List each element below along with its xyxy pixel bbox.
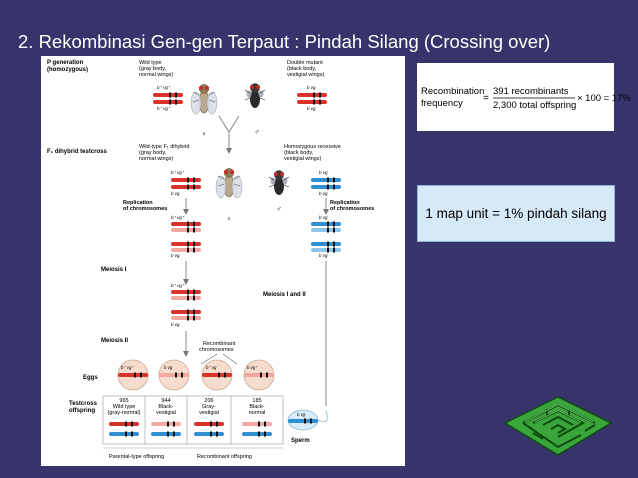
offspring-phenotype: Wild type: [113, 404, 136, 410]
female-symbol: ♀: [226, 216, 231, 223]
offspring-phenotype-detail: normal: [249, 410, 266, 416]
formula-equals: =: [483, 93, 489, 104]
meiosis-1-label: Meiosis I: [101, 267, 127, 273]
wild-type-label-2: (gray body,: [139, 66, 167, 72]
recombinant-offspring-label: Recombinant offspring: [197, 454, 252, 460]
allele-label: b⁺ vg⁺: [171, 170, 185, 175]
recombinant-label-1: Recombinant: [203, 341, 236, 347]
offspring-count: 185: [252, 398, 261, 404]
f1-hybrid-label-3: normal wings): [139, 156, 173, 162]
meiosis-1-chromosomes: b⁺ vg⁺ b vg: [171, 283, 201, 327]
wild-type-label-1: Wild type: [139, 60, 162, 66]
replicated-recessive-chromosomes: b vg b vg: [311, 215, 341, 258]
allele-label: b⁺ vg⁺: [171, 215, 185, 220]
double-mutant-label-3: vestigial wings): [287, 72, 324, 78]
allele-label: b⁺ vg⁺: [121, 365, 134, 370]
replication-label-right-1: Replication: [330, 200, 360, 206]
double-mutant-label-1: Double mutant: [287, 60, 323, 66]
offspring-count: 965: [119, 398, 128, 404]
p-mutant-chromosomes: b vg b vg: [297, 85, 327, 111]
offspring-count: 944: [161, 398, 170, 404]
offspring-column-4: 185 Black- normal: [242, 398, 272, 437]
allele-label: b vg: [319, 215, 328, 220]
offspring-phenotype: Black-: [158, 404, 173, 410]
testcross-label-2: offspring: [69, 408, 95, 414]
f1-testcross-label: F₁ dihybrid testcross: [47, 149, 107, 155]
f1-hybrid-label-2: (gray body,: [139, 150, 167, 156]
allele-label: b vg: [171, 253, 180, 258]
p-generation-label: P generation: [47, 60, 84, 66]
p-wild-chromosomes: b⁺ vg⁺ b⁺ vg⁺: [153, 85, 183, 111]
offspring-phenotype: Black-: [249, 404, 264, 410]
formula-denominator: 2,300 total offspring: [493, 100, 576, 111]
map-unit-note: 1 map unit = 1% pindah silang: [417, 185, 615, 242]
allele-label: b vg: [171, 322, 180, 327]
formula-lhs-line2: frequency: [421, 98, 463, 109]
fly-icon: [190, 83, 218, 115]
allele-label: b vg: [171, 191, 180, 196]
homozygous-recessive-label-2: (black body,: [284, 150, 314, 156]
sperm-label: Sperm: [291, 438, 310, 444]
homozygous-recessive-label-1: Homozygous recessive: [284, 144, 341, 150]
female-symbol: ♀: [201, 131, 206, 138]
recombination-formula-box: Recombination frequency = 391 recombinan…: [417, 63, 631, 131]
allele-label: b⁺ vg⁺: [157, 106, 171, 111]
parental-offspring-label: Parental-type offspring: [109, 454, 164, 460]
egg-cells: b⁺ vg⁺ b vg b⁺ vg b vg⁺: [117, 359, 275, 391]
formula-lhs-line1: Recombination: [421, 86, 484, 97]
offspring-phenotype-detail: (gray-normal): [107, 410, 140, 416]
crossing-over-figure: P generation (homozygous) Wild type (gra…: [41, 56, 405, 466]
allele-label: b vg⁺: [247, 365, 258, 370]
recombinant-label-2: chromosomes: [199, 347, 234, 353]
offspring-phenotype-detail: vestigial: [156, 410, 176, 416]
allele-label: b vg: [307, 106, 316, 111]
allele-label: b vg: [319, 253, 328, 258]
replicated-hybrid-chromosomes: b⁺ vg⁺ b vg: [171, 215, 201, 258]
fly-icon: [268, 169, 290, 196]
offspring-count: 206: [204, 398, 213, 404]
allele-label: b vg: [297, 412, 306, 417]
male-symbol: ♂: [254, 129, 259, 136]
wild-type-label-3: normal wings): [139, 72, 173, 78]
replication-label-left-1: Replication: [123, 200, 153, 206]
replication-label-left-2: of chromosomes: [123, 206, 167, 212]
f1-hybrid-label-1: Wild-type F₁ dihybrid: [139, 144, 189, 150]
meiosis-2-label: Meiosis II: [101, 338, 128, 344]
slide-title: 2. Rekombinasi Gen-gen Terpaut : Pindah …: [18, 31, 551, 52]
allele-label: b vg: [319, 170, 328, 175]
offspring-phenotype-detail: vestigial: [199, 410, 219, 416]
p-generation-sublabel: (homozygous): [47, 67, 88, 73]
formula-rhs: × 100 = 17%: [577, 93, 631, 104]
f1-hybrid-chromosomes: b⁺ vg⁺ b vg: [171, 170, 201, 196]
fly-icon: [215, 167, 243, 199]
allele-label: b vg: [319, 191, 328, 196]
allele-label: b⁺ vg: [206, 365, 217, 370]
offspring-phenotype: Gray-: [202, 404, 216, 410]
allele-label: b vg: [307, 85, 316, 90]
testcross-label-1: Testcross: [69, 401, 98, 407]
sperm-cell: b vg Sperm: [287, 409, 328, 444]
allele-label: b⁺ vg⁺: [157, 85, 171, 90]
replication-label-right-2: of chromosomes: [330, 206, 374, 212]
offspring-column-3: 206 Gray- vestigial: [194, 398, 224, 437]
meiosis-1-2-label: Meiosis I and II: [263, 292, 306, 298]
fly-icon: [244, 82, 266, 109]
formula-numerator: 391 recombinants: [493, 86, 569, 97]
allele-label: b⁺ vg⁺: [171, 283, 185, 288]
eggs-label: Eggs: [83, 375, 98, 381]
recessive-chromosomes: b vg b vg: [311, 170, 341, 196]
allele-label: b vg: [164, 365, 173, 370]
offspring-column-2: 944 Black- vestigial: [151, 398, 181, 437]
offspring-column-1: 965 Wild type (gray-normal): [107, 398, 141, 437]
homozygous-recessive-label-3: vestigial wings): [284, 156, 321, 162]
maze-logo-icon: [503, 396, 613, 456]
male-symbol: ♂: [276, 206, 281, 213]
double-mutant-label-2: (black body,: [287, 66, 317, 72]
